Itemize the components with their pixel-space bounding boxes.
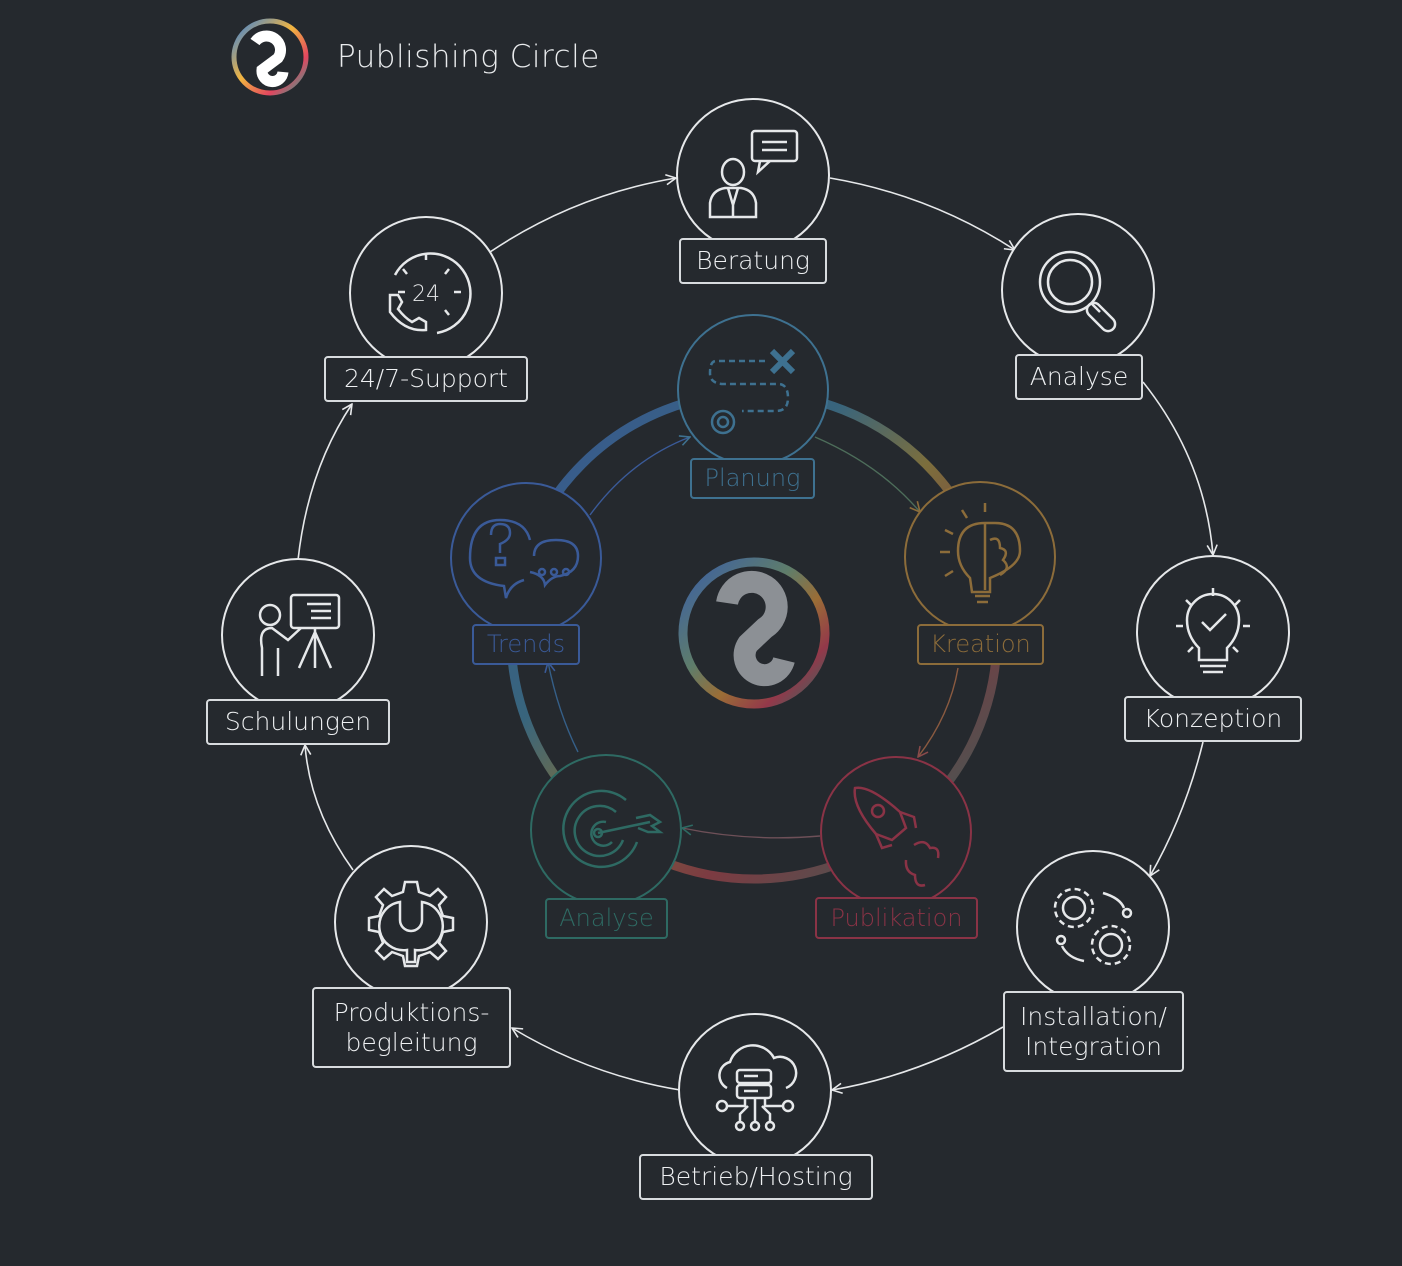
node-trends[interactable] [450, 482, 602, 634]
node-produktion[interactable] [334, 845, 488, 999]
lightbulb-brain-icon [940, 503, 1022, 604]
node-schulungen[interactable] [221, 558, 375, 712]
node-beratung[interactable] [676, 98, 830, 252]
page-title: Publishing Circle [337, 39, 600, 75]
label-schulungen[interactable]: Schulungen [206, 699, 390, 745]
node-publikation[interactable] [820, 756, 972, 908]
label-installation[interactable]: Installation/ Integration [1003, 991, 1184, 1072]
inner-cycle-arrows [548, 437, 959, 839]
svg-text:24: 24 [412, 282, 440, 307]
rocket-icon [853, 786, 940, 887]
cloud-server-icon [715, 1044, 798, 1132]
label-analyse[interactable]: Analyse [1015, 354, 1143, 400]
gears-icon [1053, 887, 1133, 966]
header: Publishing Circle [229, 16, 600, 98]
label-produktion[interactable]: Produktions- begleitung [312, 987, 511, 1068]
lightbulb-check-icon [1176, 588, 1250, 674]
presenter-board-icon [258, 593, 341, 676]
label-konzeption[interactable]: Konzeption [1124, 696, 1302, 742]
publishing-circle-logo-icon [231, 18, 309, 96]
label-publikation[interactable]: Publikation [815, 897, 978, 939]
outer-cycle-arrows [297, 178, 1213, 1090]
route-plan-icon [708, 348, 796, 435]
label-beratung[interactable]: Beratung [679, 238, 827, 284]
phone-24h-icon: 24 [388, 252, 472, 335]
gear-wrench-icon [367, 880, 455, 968]
label-trends[interactable]: Trends [472, 624, 580, 665]
label-kreation[interactable]: Kreation [917, 624, 1044, 665]
node-analyse-inner[interactable] [530, 754, 682, 906]
label-support[interactable]: 24/7-Support [324, 356, 528, 402]
question-chat-icon [468, 518, 580, 599]
target-arrow-icon [562, 789, 664, 869]
node-konzeption[interactable] [1136, 555, 1290, 709]
header-logo-spacer [229, 16, 311, 98]
node-support[interactable]: 24 [349, 216, 503, 370]
label-betrieb[interactable]: Betrieb/Hosting [639, 1154, 873, 1200]
publishing-circle-center-logo-icon [678, 557, 830, 709]
magnifier-icon [1038, 250, 1117, 333]
node-betrieb[interactable] [678, 1013, 832, 1167]
node-kreation[interactable] [904, 481, 1056, 633]
label-planung[interactable]: Planung [690, 458, 815, 499]
node-installation[interactable] [1016, 850, 1170, 1004]
node-planung[interactable] [677, 314, 829, 466]
node-analyse[interactable] [1001, 213, 1155, 367]
consultant-chat-icon [708, 129, 799, 219]
label-analyse-inner[interactable]: Analyse [545, 898, 668, 939]
